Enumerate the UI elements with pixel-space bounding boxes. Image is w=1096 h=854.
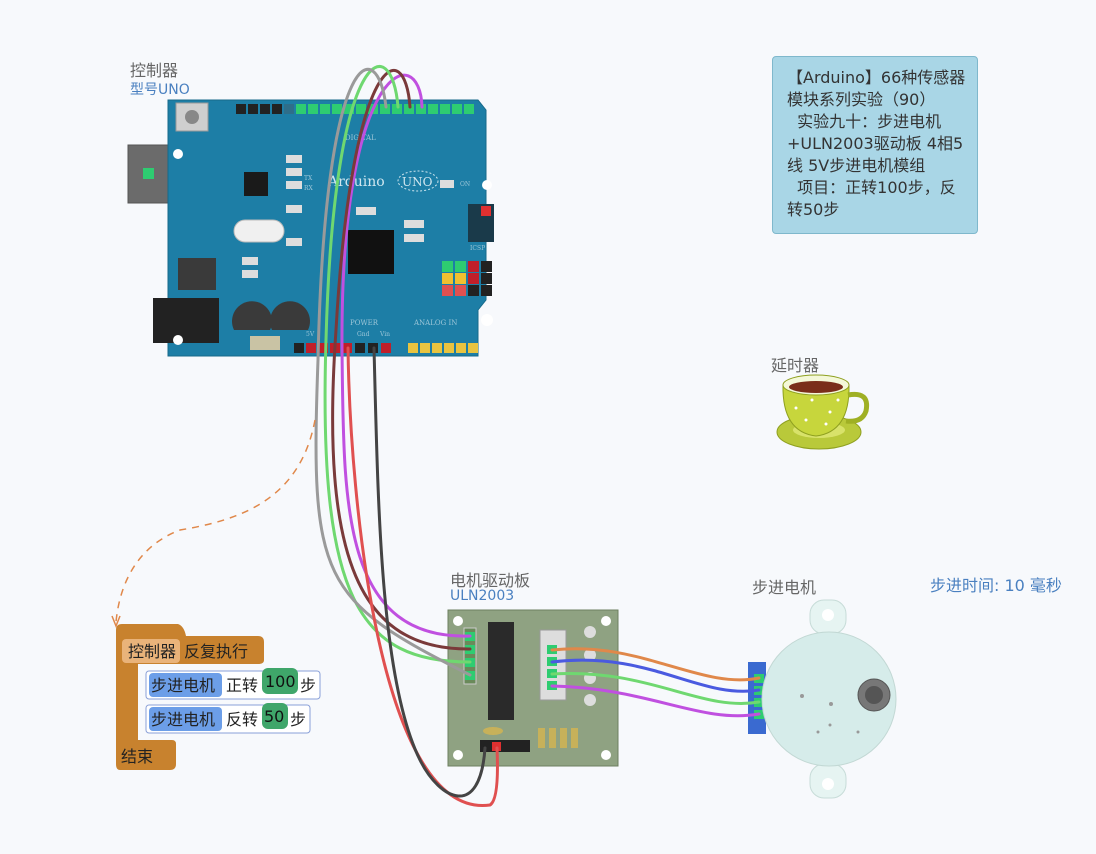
arrow-head <box>111 615 121 629</box>
icsp-label: ICSP <box>470 245 485 252</box>
analog-label: ANALOG IN <box>413 319 457 327</box>
mount-hole <box>173 149 183 159</box>
forward-unit: 步 <box>300 676 316 695</box>
driver-model: ULN2003 <box>450 588 515 604</box>
reset-button-cap <box>185 110 199 124</box>
capacitor <box>231 301 272 330</box>
smd-led <box>286 155 302 163</box>
mount-hole <box>482 180 492 190</box>
program-blocks[interactable]: 控制器 反复执行 步进电机 正转 100 步 步进电机 反转 50 步 结束 <box>116 624 321 770</box>
uno-badge <box>397 170 439 192</box>
power-jack <box>153 298 219 343</box>
jumper <box>483 727 503 735</box>
power-pins[interactable] <box>480 740 530 752</box>
input-header[interactable] <box>463 627 477 685</box>
smd-resistor <box>286 238 302 246</box>
motor-title: 步进电机 <box>752 578 817 597</box>
mount-hole <box>453 616 463 626</box>
loop-head: 控制器 <box>128 642 176 661</box>
board-body <box>167 99 487 357</box>
reverse-unit: 步 <box>290 710 306 729</box>
smd-resistor <box>242 257 258 265</box>
reverse-target-chip[interactable] <box>149 707 222 731</box>
forward-target: 步进电机 <box>151 676 215 695</box>
wire-motor-orange <box>550 647 761 682</box>
forward-steps-input[interactable] <box>262 668 298 694</box>
program-link-arrow <box>115 419 316 623</box>
smd-resistor <box>286 205 302 213</box>
smd-resistor <box>404 220 424 228</box>
smd-led <box>286 181 302 189</box>
motor-body <box>761 631 897 767</box>
reverse-steps-input[interactable] <box>262 703 288 729</box>
reverse-target: 步进电机 <box>151 710 215 729</box>
usb-chip <box>244 172 268 196</box>
forward-steps-value: 100 <box>265 672 296 691</box>
delay-title: 延时器 <box>771 356 820 375</box>
led-grid <box>442 261 492 296</box>
smd-resistor <box>404 234 424 242</box>
reverse-action: 反转 <box>226 710 258 729</box>
voltage-regulator <box>178 258 216 290</box>
atmega-chip <box>348 230 394 274</box>
wire-gnd <box>372 346 487 798</box>
crystal <box>233 219 285 243</box>
driver-title: 电机驱动板 <box>450 571 531 590</box>
controller-model: 型号UNO <box>130 82 190 98</box>
loop-label: 反复执行 <box>184 642 248 661</box>
power-label: POWER <box>350 319 379 327</box>
mount-hole <box>481 314 493 326</box>
step-time-label: 步进时间: 10 毫秒 <box>930 576 1062 595</box>
end-label: 结束 <box>121 747 153 766</box>
wires <box>314 65 761 807</box>
mount-hole <box>173 335 183 345</box>
delay-teacup-icon[interactable] <box>776 374 870 450</box>
experiment-note: 【Arduino】66种传感器模块系列实验（90） 实验九十：步进电机+ULN2… <box>772 56 978 234</box>
reverse-steps-value: 50 <box>264 707 284 726</box>
pin-vin-label: Vin <box>379 331 390 338</box>
stepper-motor[interactable] <box>748 599 897 799</box>
smd-resistor <box>242 270 258 278</box>
forward-action: 正转 <box>226 676 258 695</box>
arduino-uno-board[interactable]: DIGITAL Arduino UNO ON TX RX ICSP POWER … <box>127 99 494 357</box>
uno-label: UNO <box>402 175 433 189</box>
mount-hole <box>601 750 611 760</box>
fuse <box>250 336 280 350</box>
pin-gnd-label: Gnd <box>357 331 370 338</box>
rx-label: RX <box>304 185 314 192</box>
mount-hole <box>453 750 463 760</box>
capacitor <box>270 301 311 330</box>
uln2003-chip <box>488 622 514 720</box>
led-column <box>538 728 578 748</box>
arduino-brand: Arduino <box>327 174 385 190</box>
wire-motor-green <box>550 671 761 705</box>
analog-header[interactable] <box>408 343 478 353</box>
mount-hole <box>601 616 611 626</box>
pin-5v-label: 5V <box>306 331 315 338</box>
on-led <box>440 180 454 188</box>
loop-head-chip[interactable] <box>122 639 180 663</box>
wire-in3 <box>323 65 472 664</box>
smd-resistor <box>356 207 376 215</box>
wire-in4 <box>314 67 472 677</box>
smd-led <box>286 168 302 176</box>
icsp-pin <box>481 206 491 216</box>
controller-title: 控制器 <box>130 61 179 80</box>
usb-indicator <box>143 168 154 179</box>
on-label: ON <box>460 181 470 188</box>
wire-motor-purple <box>550 684 761 718</box>
forward-target-chip[interactable] <box>149 673 222 697</box>
wire-motor-blue <box>550 658 761 693</box>
tx-label: TX <box>304 175 313 182</box>
